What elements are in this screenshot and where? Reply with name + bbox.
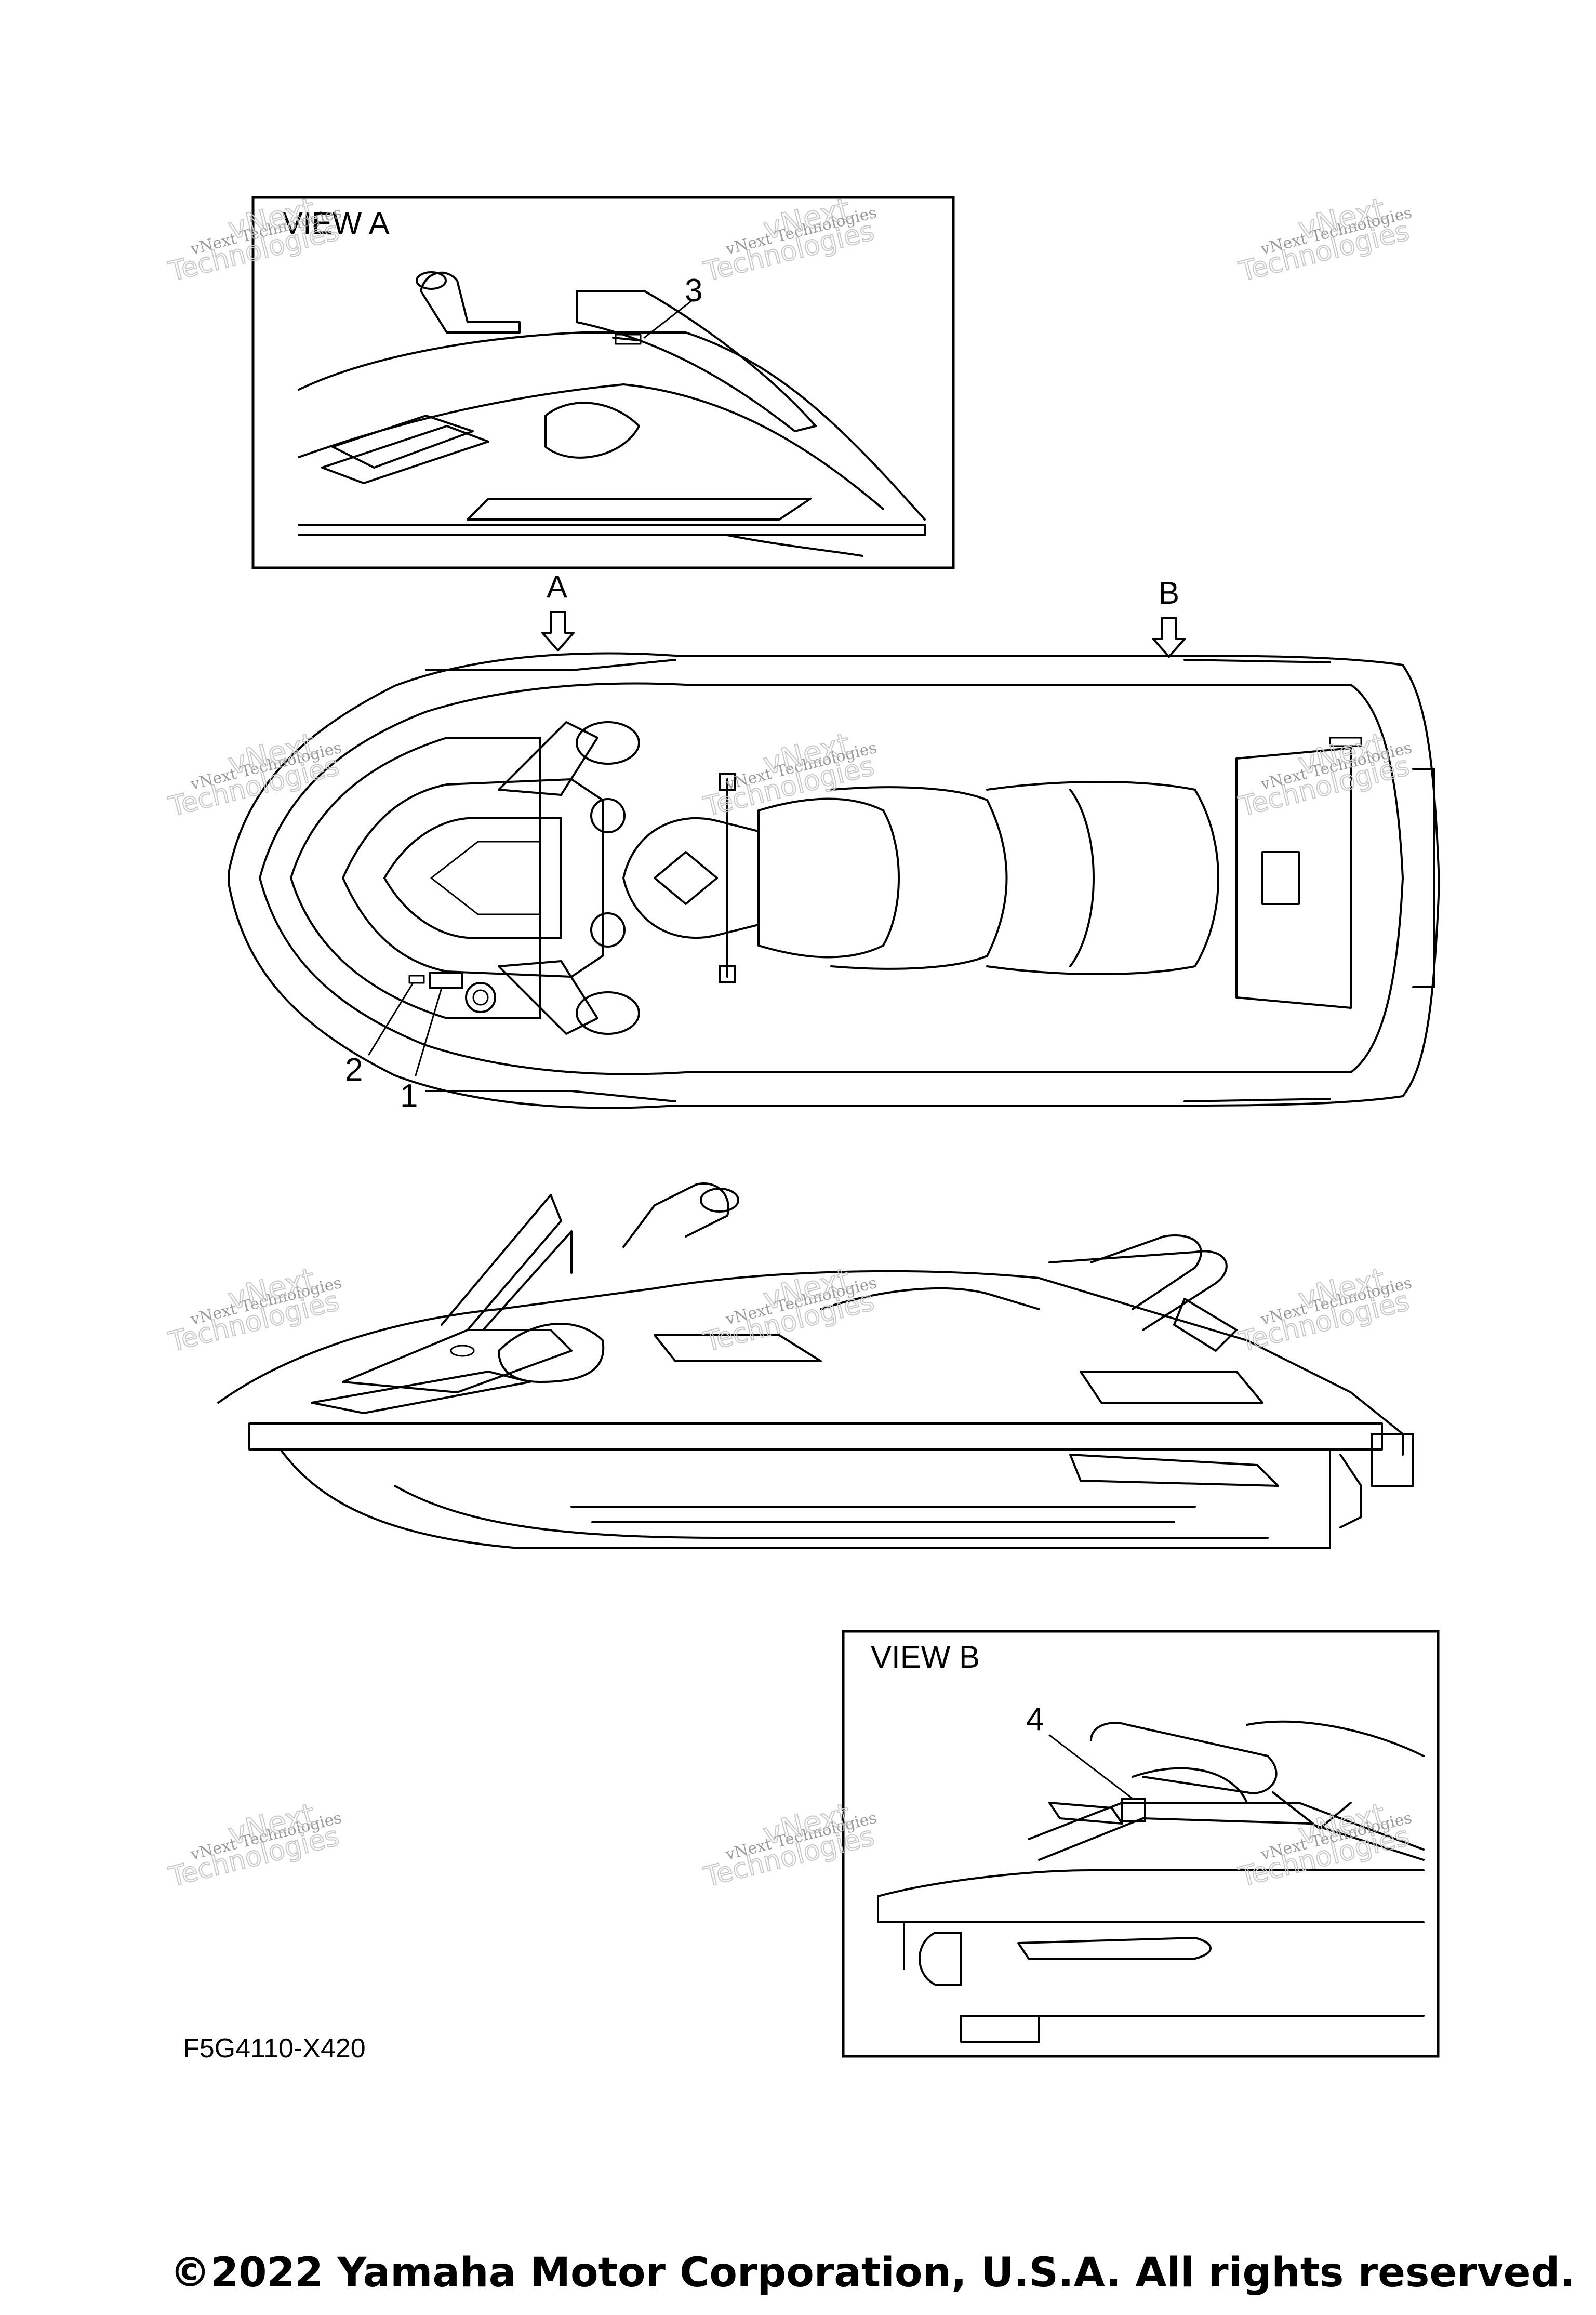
view-arrow-b-label: B [1159,576,1179,610]
watermark: vNext Technologies vNext Technologies [1235,191,1414,288]
view-a-hull-drawing [298,271,926,557]
label-location-4 [1121,1798,1146,1822]
watermark: vNext Technologies vNext Technologies [1235,726,1414,823]
callout-2: 2 [345,1052,363,1088]
watermark: vNext Technologies vNext Technologies [700,191,879,288]
side-view-hull-drawing [217,1182,1414,1549]
top-view: A B [228,569,1440,1114]
part-code: F5G4110-X420 [183,2033,366,2064]
watermark: vNext Technologies vNext Technologies [165,1796,343,1894]
view-a-label: VIEW A [282,206,390,241]
watermark: vNext Technologies vNext Technologies [1235,1261,1414,1359]
view-b-label: VIEW B [871,1640,980,1674]
view-a-inset: VIEW A 3 [251,196,955,569]
watermark: vNext Technologies vNext Technologies [700,726,879,823]
callout-3: 3 [685,273,702,309]
view-b-stern-drawing [877,1720,1425,2043]
view-arrow-a-label: A [547,569,567,604]
view-arrow-b: B [1152,576,1186,658]
view-b-frame [842,1630,1440,2058]
label-location-1 [429,972,463,989]
watermark: vNext Technologies vNext Technologies [165,726,343,823]
label-location-2 [408,975,425,984]
view-b-inset: VIEW B 4 [842,1630,1440,2058]
view-arrow-a: A [541,569,575,651]
callout-4: 4 [1026,1701,1044,1737]
watermark: vNext Technologies vNext Technologies [165,1261,343,1359]
side-view [217,1182,1414,1549]
top-view-hull-drawing [228,652,1440,1109]
watermark: vNext Technologies vNext Technologies [1235,1796,1414,1894]
copyright-notice: ©2022 Yamaha Motor Corporation, U.S.A. A… [169,2250,1575,2296]
callout-1: 1 [400,1078,418,1114]
watermark: vNext Technologies vNext Technologies [700,1796,879,1894]
view-a-frame [251,196,955,569]
